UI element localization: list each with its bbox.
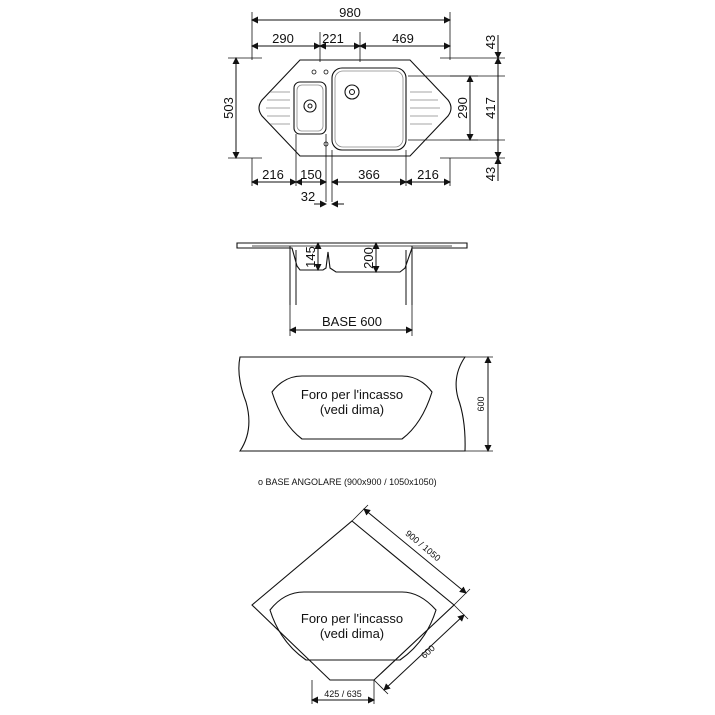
section-profile [236, 242, 468, 273]
base-600-label: BASE 600 [322, 314, 382, 329]
dim-290-bowl: 290 [455, 97, 470, 119]
dim-980: 980 [339, 5, 361, 20]
dim-200: 200 [361, 247, 376, 269]
dim-216-right: 216 [417, 167, 439, 182]
dim-32: 32 [301, 189, 315, 204]
small-drain [303, 99, 317, 113]
dim-366: 366 [358, 167, 380, 182]
left-drainer-ribs [266, 91, 290, 125]
top-view: 980 290 221 469 503 43 417 43 290 [221, 5, 505, 208]
dim-43-bottom: 43 [483, 167, 498, 181]
dim-145: 145 [303, 246, 318, 268]
dim-600-cutout: 600 [476, 396, 486, 411]
hole-text-line1: Foro per l'incasso [301, 387, 403, 402]
corner-base-view: Foro per l'incasso (vedi dima) 900 / 105… [251, 504, 471, 704]
dim-469: 469 [392, 31, 414, 46]
large-drain [344, 84, 360, 100]
corner-hole-text-line2: (vedi dima) [320, 626, 384, 641]
dim-150: 150 [300, 167, 322, 182]
dim-221: 221 [322, 31, 344, 46]
dim-43-top: 43 [483, 35, 498, 49]
base-cutout-view: Foro per l'incasso (vedi dima) 600 [238, 356, 493, 452]
hole-outline [271, 375, 433, 440]
tap-hole [311, 69, 317, 75]
hole-text-line2: (vedi dima) [320, 402, 384, 417]
sink-outline [258, 59, 452, 157]
section-view: 145 200 BASE 600 [236, 242, 468, 336]
dim-290-top: 290 [272, 31, 294, 46]
dim-600-corner: 600 [419, 643, 437, 661]
dim-216-left: 216 [262, 167, 284, 182]
large-bowl [331, 67, 407, 151]
corner-base-caption: o BASE ANGOLARE (900x900 / 1050x1050) [258, 477, 437, 487]
corner-hole-text-line1: Foro per l'incasso [301, 611, 403, 626]
dim-503: 503 [221, 97, 236, 119]
right-drainer-ribs [410, 91, 440, 125]
dim-425-635: 425 / 635 [324, 689, 362, 699]
small-bowl [293, 81, 327, 135]
dim-417: 417 [483, 97, 498, 119]
